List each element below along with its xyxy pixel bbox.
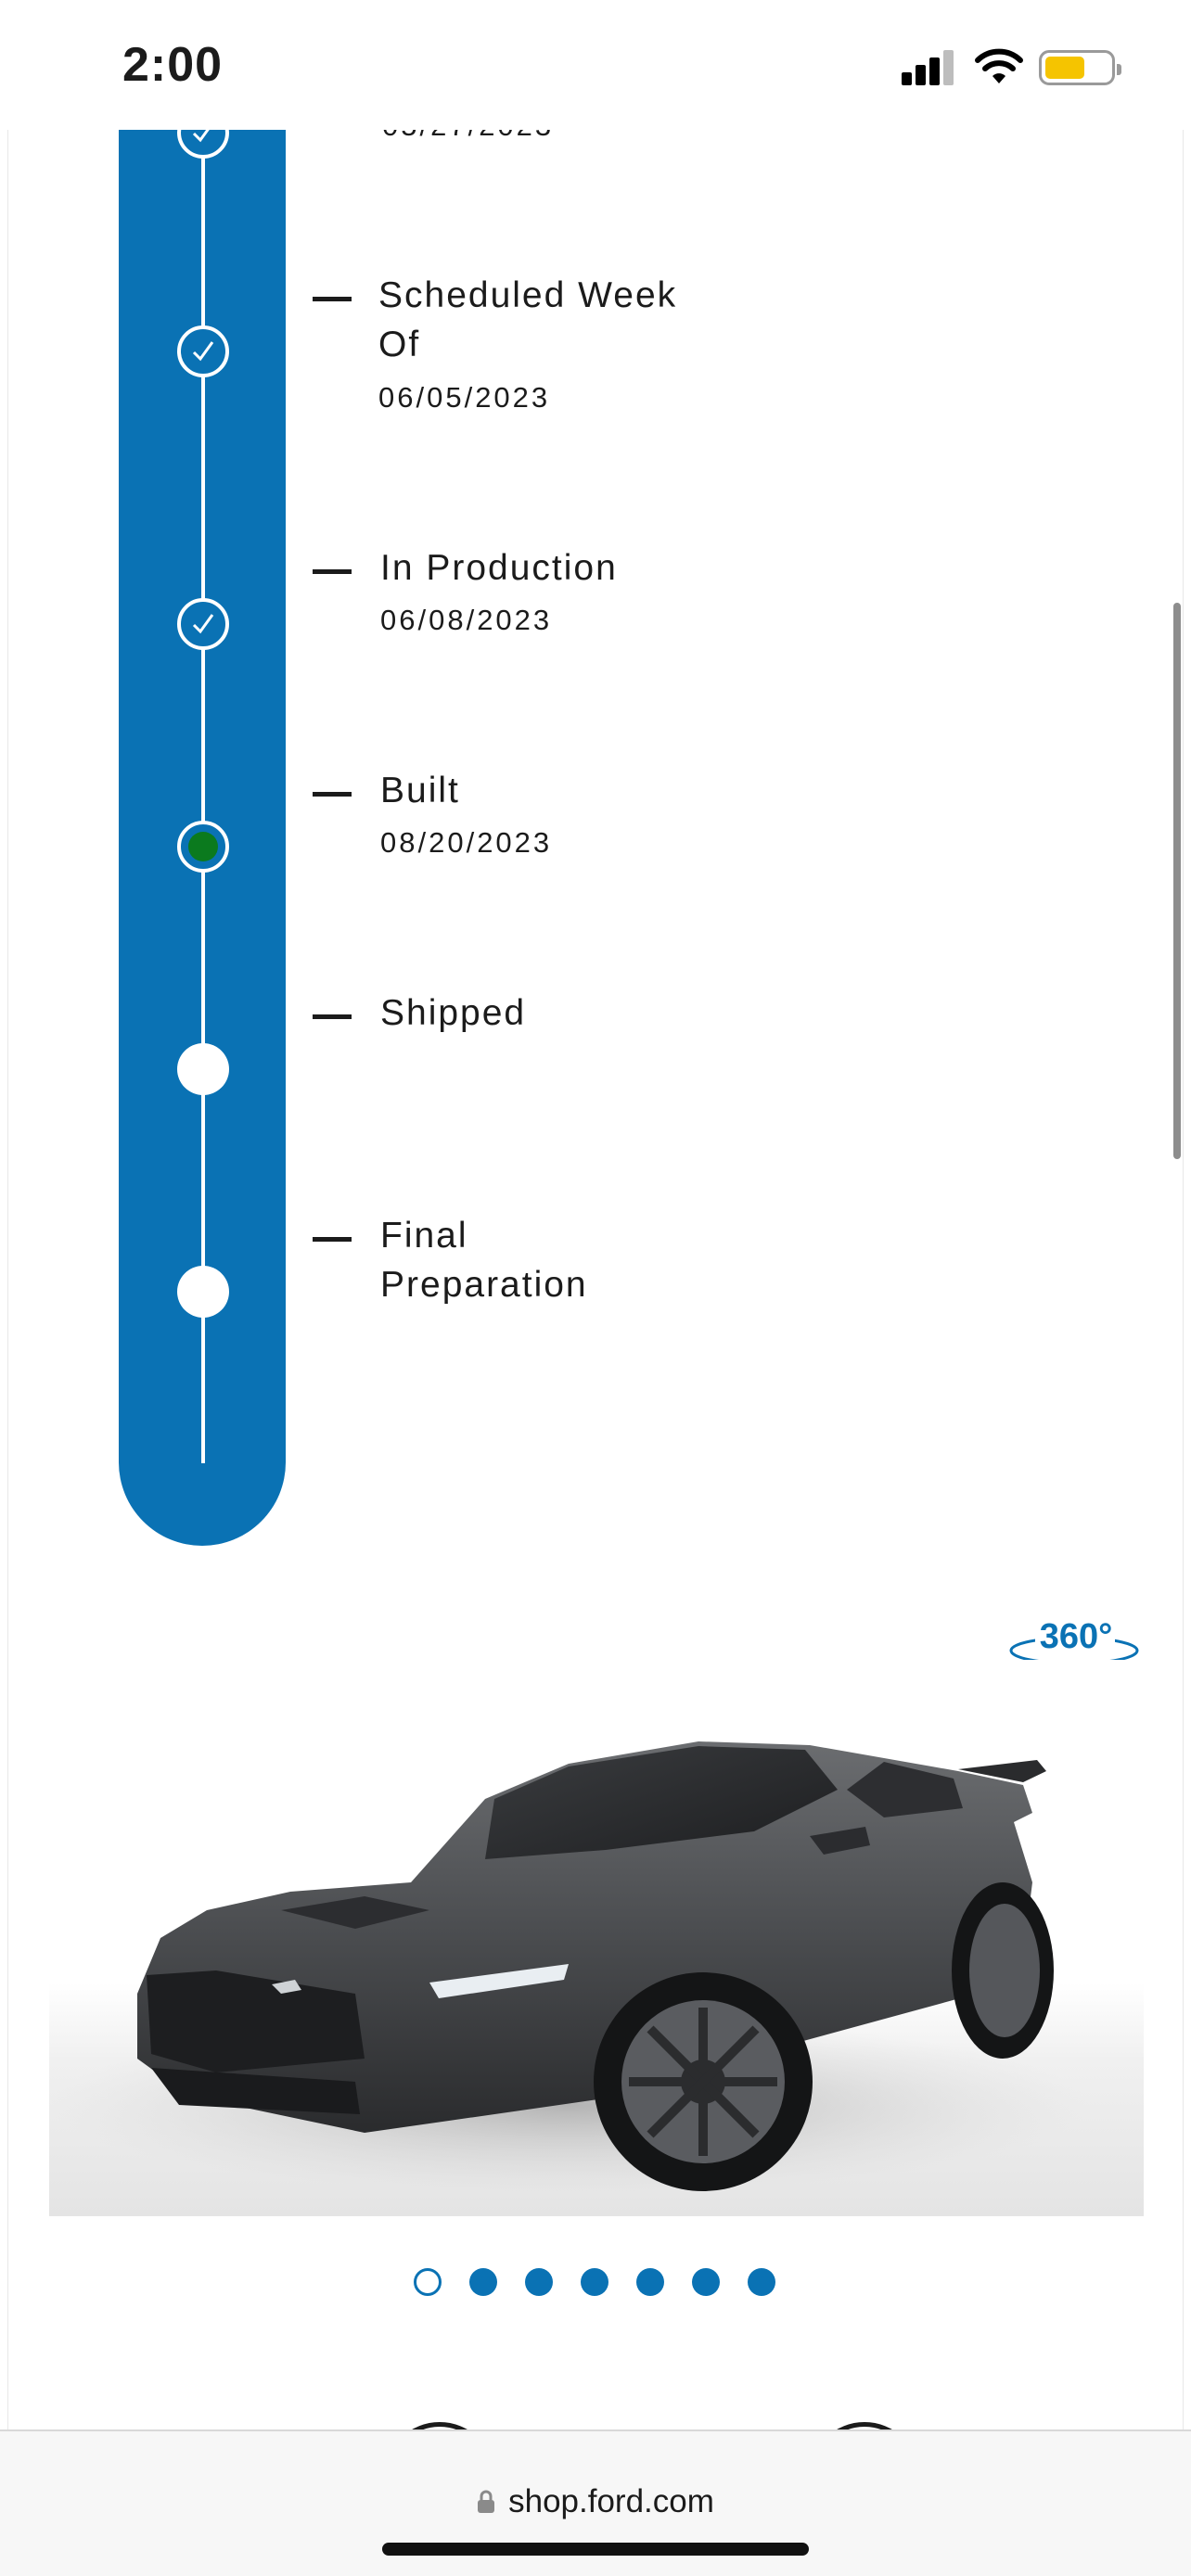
timeline-line [201,93,205,1463]
status-time: 2:00 [122,38,224,92]
step-dash [313,1237,352,1242]
checkmark-icon [192,341,214,362]
page-frame [7,130,1184,2429]
gallery-dot[interactable] [581,2268,608,2296]
timeline-node-scheduled [177,325,229,377]
step-date-scheduled: 06/05/2023 [378,381,551,414]
gallery-dot[interactable] [414,2268,442,2296]
url-text: shop.ford.com [508,2483,714,2519]
scroll-indicator[interactable] [1173,603,1181,1159]
step-dash [313,792,352,797]
step-label-shipped: Shipped [380,993,527,1033]
gallery-dot[interactable] [525,2268,553,2296]
url-field[interactable]: shop.ford.com [0,2483,1191,2520]
gallery-dot[interactable] [692,2268,720,2296]
gallery-dot[interactable] [469,2268,497,2296]
vehicle-image[interactable] [49,1660,1144,2216]
step-label-scheduled: Scheduled Week Of [378,271,677,369]
view-360-label: 360° [1040,1617,1113,1656]
car-illustration [49,1741,1088,2193]
step-label-built: Built [380,771,460,810]
step-dash [313,1014,352,1019]
status-bar: 2:00 [0,0,1191,130]
step-date-in-production: 06/08/2023 [380,604,553,636]
cellular-signal-icon [902,50,955,85]
home-indicator[interactable] [382,2543,809,2556]
step-dash [313,297,352,301]
step-label-final-preparation: Final Preparation [380,1211,588,1309]
timeline-node-in-production [177,598,229,650]
step-label-in-production: In Production [380,548,618,588]
gallery-dot[interactable] [636,2268,664,2296]
step-label-line: Scheduled Week [378,275,678,315]
checkmark-icon [192,614,214,634]
timeline-node-built [177,821,229,873]
gallery-pagination [414,2268,785,2298]
step-label-line: Of [378,325,421,364]
current-status-dot [188,832,218,861]
timeline-node-final-preparation [177,1266,229,1318]
step-label-line: Final [380,1216,468,1256]
step-dash [313,569,352,574]
browser-address-bar[interactable]: shop.ford.com [0,2429,1191,2576]
gallery-dot[interactable] [748,2268,775,2296]
step-date-built: 08/20/2023 [380,826,553,859]
step-label-line: Preparation [380,1265,588,1305]
lock-icon [478,2490,495,2513]
wifi-icon [975,48,1023,83]
timeline-node-shipped [177,1043,229,1095]
battery-icon [1039,50,1121,85]
